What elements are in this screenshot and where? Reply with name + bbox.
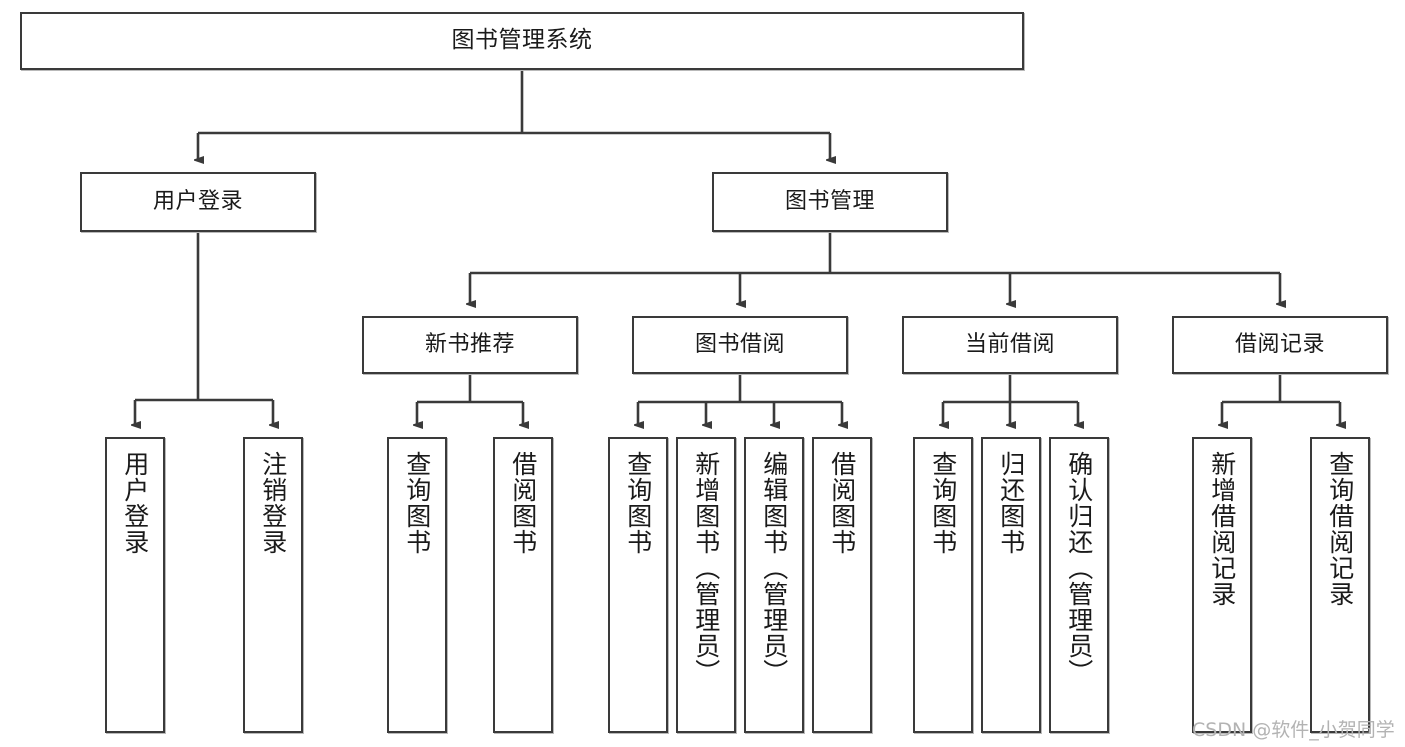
node-label: 查询图书 bbox=[928, 451, 958, 555]
csdn-watermark: CSDN @软件_小贺同学 bbox=[1192, 719, 1395, 741]
node-leaf-query-book-3[interactable]: 查询图书 bbox=[913, 437, 973, 733]
node-leaf-add-record[interactable]: 新增借阅记录 bbox=[1192, 437, 1252, 733]
node-label: 借阅图书 bbox=[827, 451, 857, 555]
node-label: 确认归还（管理员） bbox=[1064, 451, 1094, 685]
node-label: 编辑图书（管理员） bbox=[759, 451, 789, 685]
node-label: 新增图书（管理员） bbox=[691, 451, 721, 685]
node-leaf-borrow-book-1[interactable]: 借阅图书 bbox=[493, 437, 553, 733]
node-label: 图书管理系统 bbox=[451, 27, 593, 54]
node-label: 图书借阅 bbox=[694, 331, 785, 357]
node-current-borrow[interactable]: 当前借阅 bbox=[902, 316, 1118, 374]
node-label: 注销登录 bbox=[258, 451, 288, 555]
node-label: 借阅图书 bbox=[508, 451, 538, 555]
node-label: 归还图书 bbox=[996, 451, 1026, 555]
node-leaf-logout-login[interactable]: 注销登录 bbox=[243, 437, 303, 733]
node-label: 用户登录 bbox=[120, 451, 150, 555]
node-leaf-query-record[interactable]: 查询借阅记录 bbox=[1310, 437, 1370, 733]
node-label: 用户登录 bbox=[152, 188, 243, 214]
node-label: 查询借阅记录 bbox=[1325, 451, 1355, 607]
node-new-book-recommend[interactable]: 新书推荐 bbox=[362, 316, 578, 374]
node-label: 查询图书 bbox=[623, 451, 653, 555]
node-leaf-return-book[interactable]: 归还图书 bbox=[981, 437, 1041, 733]
node-book-management[interactable]: 图书管理 bbox=[712, 172, 948, 232]
node-label: 新增借阅记录 bbox=[1207, 451, 1237, 607]
node-leaf-borrow-book-2[interactable]: 借阅图书 bbox=[812, 437, 872, 733]
node-root-book-management-system[interactable]: 图书管理系统 bbox=[20, 12, 1024, 70]
node-leaf-edit-book[interactable]: 编辑图书（管理员） bbox=[744, 437, 804, 733]
node-label: 新书推荐 bbox=[424, 331, 515, 357]
node-book-borrow[interactable]: 图书借阅 bbox=[632, 316, 848, 374]
node-leaf-query-book-1[interactable]: 查询图书 bbox=[387, 437, 447, 733]
node-leaf-add-book[interactable]: 新增图书（管理员） bbox=[676, 437, 736, 733]
node-label: 借阅记录 bbox=[1234, 331, 1325, 357]
node-label: 当前借阅 bbox=[964, 331, 1055, 357]
node-label: 查询图书 bbox=[402, 451, 432, 555]
node-leaf-query-book-2[interactable]: 查询图书 bbox=[608, 437, 668, 733]
node-leaf-confirm-return[interactable]: 确认归还（管理员） bbox=[1049, 437, 1109, 733]
node-label: 图书管理 bbox=[784, 188, 875, 214]
node-user-login[interactable]: 用户登录 bbox=[80, 172, 316, 232]
node-borrow-record[interactable]: 借阅记录 bbox=[1172, 316, 1388, 374]
node-leaf-user-login[interactable]: 用户登录 bbox=[105, 437, 165, 733]
